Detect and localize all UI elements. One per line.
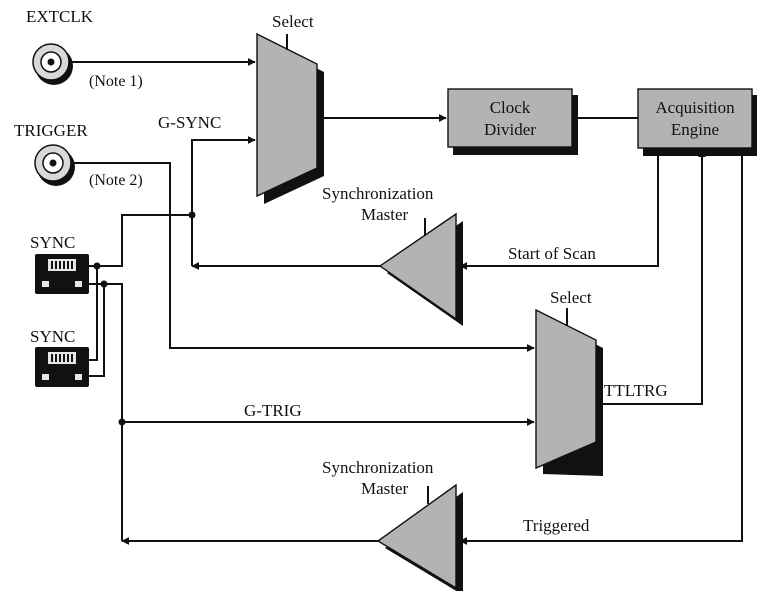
- clock-divider-block: [447, 88, 578, 155]
- junction-dot: [100, 280, 108, 288]
- sync-master-bottom-buffer: [376, 483, 463, 591]
- start-of-scan-label: Start of Scan: [508, 244, 596, 263]
- trigger-connector-icon: [34, 144, 75, 186]
- wire-ttltrg: [596, 149, 706, 405]
- sync-b-label: SYNC: [30, 327, 75, 346]
- triggered-label: Triggered: [523, 516, 590, 535]
- ttltrg-label: TTLTRG: [604, 381, 668, 400]
- trigger-label: TRIGGER: [14, 121, 88, 140]
- wire-trigger: [72, 162, 535, 352]
- wire-sync-link-3: [89, 283, 123, 541]
- acq-engine-line2: Engine: [671, 120, 719, 139]
- sync-port-a-icon: [35, 254, 89, 294]
- wire-gsync: [191, 136, 256, 266]
- sync-port-b-icon: [35, 347, 89, 387]
- extclk-label: EXTCLK: [26, 7, 94, 26]
- junction-dot: [93, 262, 101, 270]
- sync-master-bottom-label-line1: Synchronization: [322, 458, 434, 477]
- mux-bottom: [535, 308, 603, 476]
- wire-triggered: [459, 148, 743, 545]
- wire-sync-a-up: [89, 214, 192, 267]
- wire-start-of-scan: [459, 148, 659, 270]
- gtrig-label: G-TRIG: [244, 401, 302, 420]
- note1-label: (Note 1): [89, 73, 143, 90]
- select-bottom-label: Select: [550, 288, 592, 307]
- gsync-label: G-SYNC: [158, 113, 221, 132]
- extclk-connector-icon: [32, 43, 73, 85]
- junction-dot: [118, 418, 126, 426]
- sync-master-top-buffer: [378, 212, 463, 326]
- note2-label: (Note 2): [89, 172, 143, 189]
- mux-top: [256, 32, 324, 204]
- junction-dot: [188, 211, 196, 219]
- wire-sync-link-1: [89, 266, 98, 361]
- clock-divider-line1: Clock: [490, 98, 531, 117]
- select-top-label: Select: [272, 12, 314, 31]
- acq-engine-line1: Acquisition: [655, 98, 735, 117]
- sync-master-bottom-label-line2: Master: [361, 479, 409, 498]
- wire-sync-link-2: [89, 284, 105, 377]
- sync-master-top-label-line2: Master: [361, 205, 409, 224]
- acquisition-engine-block: [637, 88, 757, 156]
- sync-master-top-label-line1: Synchronization: [322, 184, 434, 203]
- sync-a-label: SYNC: [30, 233, 75, 252]
- clock-divider-line2: Divider: [484, 120, 536, 139]
